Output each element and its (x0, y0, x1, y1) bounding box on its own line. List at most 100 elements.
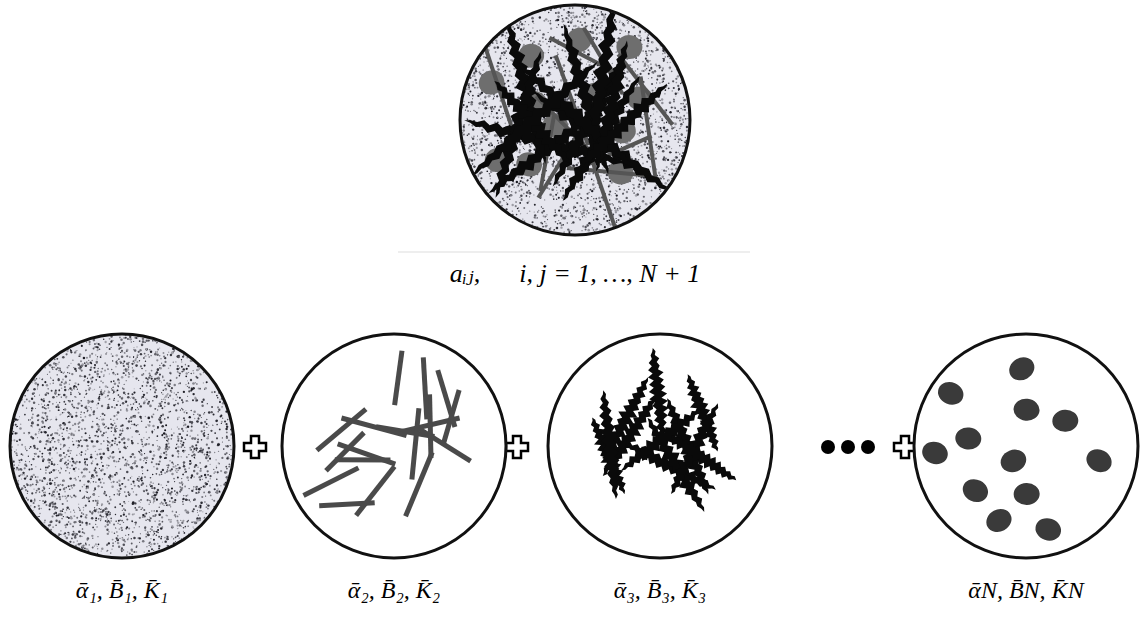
speckle-dot (584, 177, 585, 178)
speckle-dot (683, 115, 685, 117)
speckle-dot (528, 24, 529, 25)
speckle-dot (514, 164, 516, 166)
speckle-dot (593, 180, 594, 181)
speckle-dot (558, 184, 560, 186)
speckle-dot (669, 152, 670, 153)
speckle-dot (506, 203, 508, 205)
speckle-dot (646, 54, 648, 56)
speckle-dot (586, 12, 588, 14)
speckle-dot (501, 113, 502, 114)
speckle-dot (592, 209, 594, 211)
speckle-dot (581, 182, 583, 184)
speckle-dot (543, 20, 545, 22)
speckle-dot (655, 87, 656, 88)
speckle-dot (635, 70, 636, 71)
speckle-dot (667, 62, 669, 64)
speckle-dot (642, 61, 643, 62)
speckle-dot (638, 26, 639, 27)
speckle-dot (478, 66, 479, 67)
speckle-dot (633, 149, 635, 151)
speckle-dot (546, 223, 547, 224)
speckle-dot (656, 153, 657, 154)
speckle-dot (565, 17, 567, 19)
speckle-dot (589, 224, 591, 226)
speckle-dot (592, 78, 594, 80)
speckle-dot (658, 65, 660, 67)
speckle-dot (570, 79, 571, 80)
speckle-dot (651, 189, 653, 191)
speckle-dot (650, 115, 652, 117)
speckle-dot (558, 209, 560, 211)
speckle-dot (523, 207, 525, 209)
speckle-dot (556, 190, 557, 191)
speckle-dot (561, 33, 564, 36)
speckle-dot (632, 184, 633, 185)
speckle-dot (524, 149, 525, 150)
speckle-dot (479, 64, 481, 66)
speckle-dot (498, 109, 500, 111)
speckle-dot (473, 148, 474, 149)
speckle-dot (582, 225, 584, 227)
speckle-dot (640, 184, 641, 185)
speckle-dot (623, 24, 626, 27)
speckle-dot (562, 18, 564, 20)
speckle-dot (619, 207, 621, 209)
speckle-dot (586, 64, 587, 65)
speckle-dot (561, 224, 563, 226)
speckle-dot (675, 78, 677, 80)
speckle-dot (491, 106, 493, 108)
speckle-dot (530, 150, 532, 152)
speckle-dot (507, 196, 509, 198)
speckle-dot (580, 21, 582, 23)
speckle-dot (659, 193, 660, 194)
speckle-dot (557, 54, 558, 55)
speckle-dot (548, 32, 549, 33)
speckle-dot (545, 38, 547, 40)
speckle-dot (497, 62, 499, 64)
speckle-dot (550, 157, 552, 159)
speckle-dot (640, 123, 641, 124)
speckle-dot (490, 171, 492, 173)
speckle-dot (663, 122, 665, 124)
speckle-dot (633, 61, 634, 62)
speckle-dot (537, 226, 538, 227)
speckle-dot (585, 11, 586, 12)
speckle-dot (541, 212, 543, 214)
speckle-dot (670, 152, 671, 153)
speckle-dot (501, 52, 503, 54)
speckle-dot (659, 116, 661, 118)
speckle-dot (596, 228, 597, 229)
speckle-dot (579, 59, 581, 61)
speckle-dot (590, 189, 592, 191)
speckle-dot (628, 189, 629, 190)
speckle-dot (635, 158, 637, 160)
speckle-dot (628, 86, 629, 87)
speckle-dot (483, 61, 485, 63)
speckle-dot (553, 215, 555, 217)
speckle-dot (574, 93, 576, 95)
speckle-dot (515, 201, 517, 203)
speckle-dot (531, 17, 534, 20)
speckle-dot (561, 219, 562, 220)
plus-symbol (244, 436, 266, 458)
speckle-dot (523, 182, 525, 184)
speckle-dot (641, 145, 643, 147)
speckle-dot (661, 102, 664, 105)
speckle-dot (471, 150, 472, 151)
speckle-dot (596, 37, 598, 39)
speckle-dot (500, 63, 502, 65)
ellipsis-dot (821, 440, 835, 454)
speckle-dot (640, 120, 641, 121)
speckle-dot (545, 225, 548, 228)
speckle-dot (564, 210, 566, 212)
speckle-dot (565, 56, 567, 58)
speckle-dot (577, 20, 579, 22)
speckle-dot (506, 58, 507, 59)
speckle-dot (666, 122, 668, 124)
speckle-dot (523, 27, 525, 29)
speckle-dot (593, 207, 595, 209)
speckle-dot (552, 163, 553, 164)
speckle-dot (491, 143, 493, 145)
speckle-dot (644, 182, 646, 184)
speckle-dot (511, 204, 513, 206)
